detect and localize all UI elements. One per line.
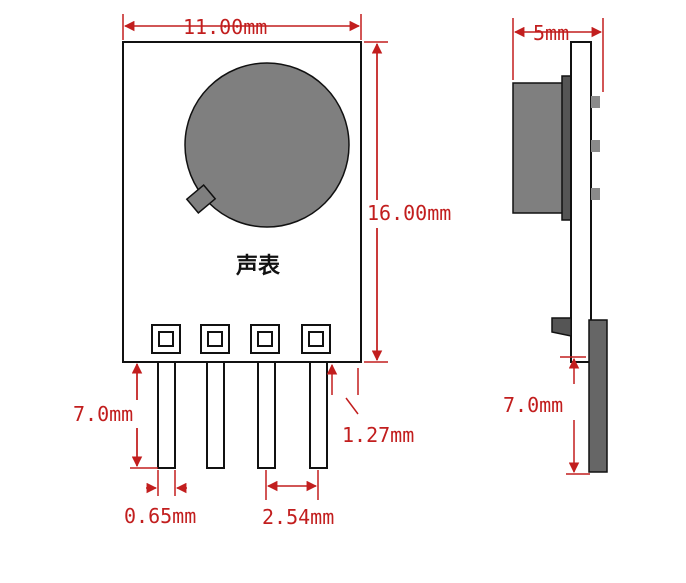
front-dimension-labels: 11.00mm 16.00mm 7.0mm 0.65mm 2.54mm 1.27… (73, 15, 451, 529)
pin-bend (551, 317, 572, 337)
pin-side (588, 319, 608, 473)
pin-2 (206, 361, 225, 469)
pin-4 (309, 361, 328, 469)
side-dimensions (512, 18, 604, 475)
pin-pitch-dimension: 2.54mm (262, 505, 334, 529)
pin-3 (257, 361, 276, 469)
height-dimension: 16.00mm (367, 201, 451, 225)
board-lead-3 (591, 188, 600, 200)
front-dimensions (122, 14, 388, 500)
pin-thickness-dimension: 1.27mm (342, 423, 414, 447)
saw-resonator-can (184, 62, 350, 228)
pin-width-dimension: 0.65mm (124, 504, 196, 528)
pin-1 (157, 361, 176, 469)
depth-dimension: 5mm (533, 21, 569, 45)
front-view: 声表 (122, 41, 362, 469)
can-flange (561, 75, 572, 221)
resonator-can-side (512, 82, 564, 214)
circuit-board-side (570, 41, 592, 363)
side-pin-length-dimension: 7.0mm (503, 393, 563, 417)
body-label: 声表 (235, 253, 281, 279)
resonator-tab (185, 183, 217, 215)
width-dimension: 11.00mm (183, 15, 267, 39)
board-lead-2 (591, 140, 600, 152)
side-view (512, 41, 608, 473)
pin-length-dimension: 7.0mm (73, 402, 133, 426)
board-lead-1 (591, 96, 600, 108)
side-dimension-labels: 5mm 7.0mm (503, 21, 569, 417)
